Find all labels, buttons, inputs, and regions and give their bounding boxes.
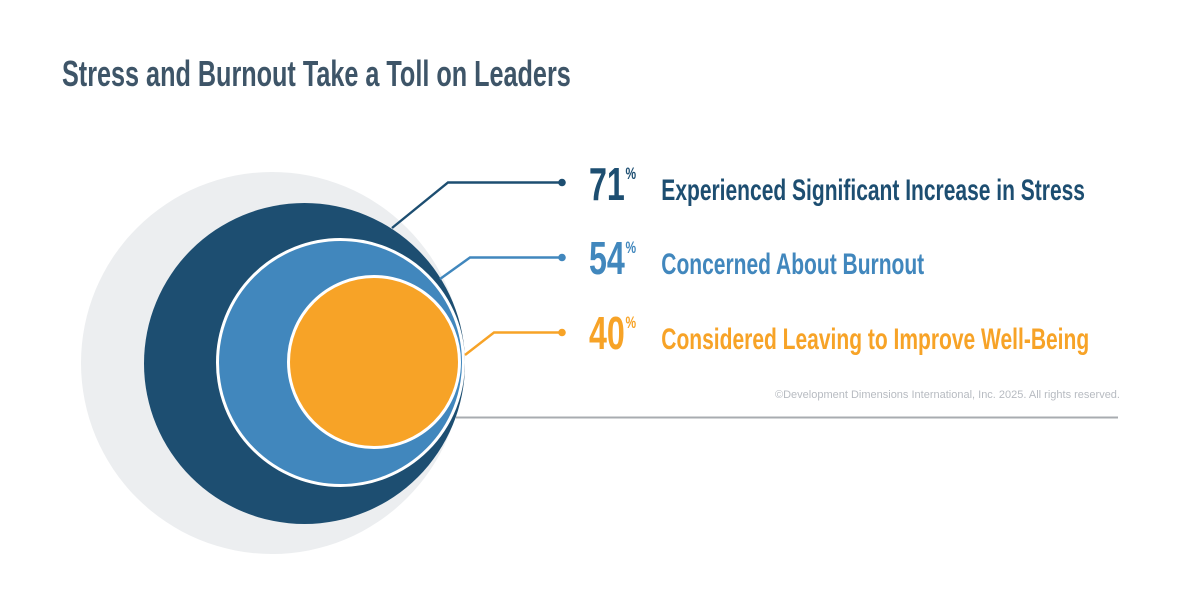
percent-sign: % <box>625 313 637 332</box>
stat-number: 40 <box>589 307 625 359</box>
leader-dot-leaving <box>558 328 566 337</box>
leaving-circle-40pct <box>287 275 461 449</box>
leader-dot-stress <box>558 178 566 187</box>
stat-number: 71 <box>589 158 625 210</box>
leader-dot-burnout <box>558 253 566 262</box>
stat-label-leaving: Considered Leaving to Improve Well-Being <box>661 323 1090 356</box>
leader-line-leaving <box>464 331 559 356</box>
copyright-notice: ©Development Dimensions International, I… <box>774 389 1120 401</box>
stat-row-burnout: 54% Concerned About Burnout <box>589 235 924 281</box>
percent-sign: % <box>625 238 637 257</box>
stat-label-burnout: Concerned About Burnout <box>661 248 925 281</box>
page-title: Stress and Burnout Take a Toll on Leader… <box>62 53 571 94</box>
stat-label-stress: Experienced Significant Increase in Stre… <box>661 174 1085 207</box>
leader-line-stress <box>391 181 559 229</box>
stat-row-leaving: 40% Considered Leaving to Improve Well-B… <box>589 310 1089 356</box>
stat-row-stress: 71% Experienced Significant Increase in … <box>589 161 1085 207</box>
stat-number: 54 <box>589 232 625 284</box>
stat-value-leaving: 40% <box>589 310 636 356</box>
stat-value-stress: 71% <box>589 161 636 207</box>
stat-value-burnout: 54% <box>589 235 636 281</box>
leader-line-burnout <box>439 256 559 280</box>
percent-sign: % <box>625 164 637 183</box>
